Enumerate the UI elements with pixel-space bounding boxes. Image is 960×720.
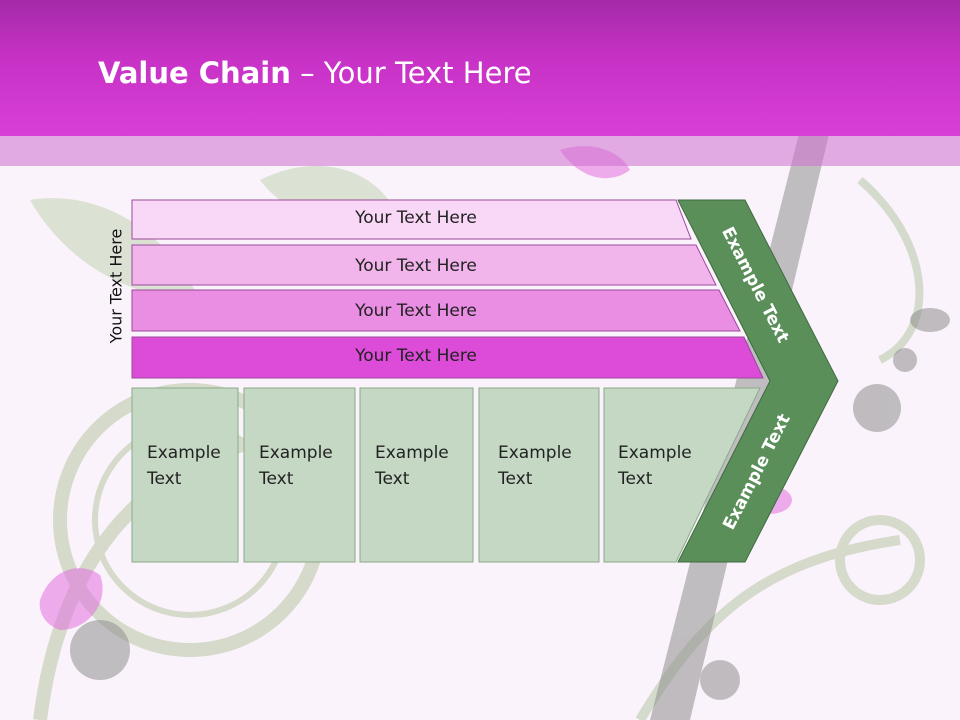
primary-box-4-line2: Text (498, 469, 533, 489)
primary-box-1-line1: Example (147, 443, 221, 463)
slide-title-rest: – Your Text Here (290, 56, 532, 90)
margin-chevron (677, 199, 839, 563)
primary-box-1-line2: Text (147, 469, 182, 489)
support-bar-4-label: Your Text Here (355, 346, 477, 366)
primary-box-2 (243, 387, 356, 563)
primary-box-2-line2: Text (259, 469, 294, 489)
primary-box-1 (131, 387, 239, 563)
title-header (0, 0, 960, 136)
support-bar-4 (131, 336, 764, 379)
primary-box-3 (359, 387, 474, 563)
primary-box-5-line1: Example (618, 443, 692, 463)
support-bar-3-label: Your Text Here (355, 301, 477, 321)
primary-box-3-line2: Text (375, 469, 410, 489)
support-bar-3 (131, 289, 741, 332)
primary-box-3-line1: Example (375, 443, 449, 463)
slide-title: Value Chain – Your Text Here (98, 56, 532, 90)
primary-box-5-line2: Text (618, 469, 653, 489)
slide-title-bold: Value Chain (98, 56, 291, 90)
primary-box-2-line1: Example (259, 443, 333, 463)
diagram-reflection (0, 562, 960, 720)
primary-box-4-line1: Example (498, 443, 572, 463)
support-bar-2 (131, 244, 717, 286)
primary-box-5 (603, 387, 761, 563)
support-bar-2-label: Your Text Here (355, 256, 477, 276)
support-bar-1-label: Your Text Here (355, 208, 477, 228)
header-band (0, 136, 960, 166)
primary-box-4 (478, 387, 600, 563)
support-bar-1 (131, 199, 692, 240)
